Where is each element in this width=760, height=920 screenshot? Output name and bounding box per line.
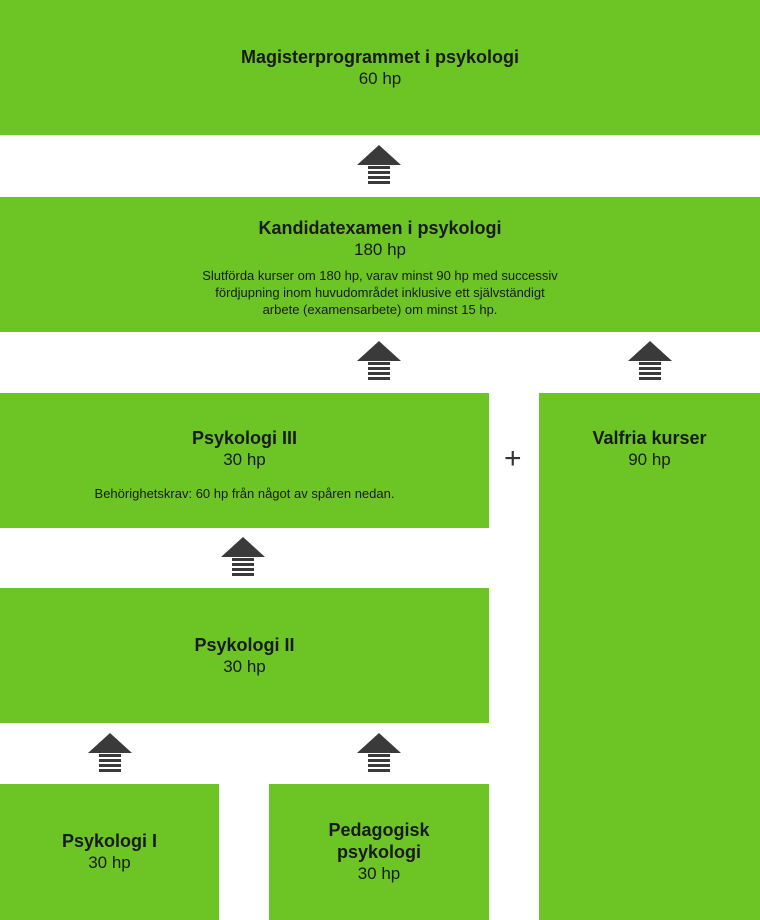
kandidat-title: Kandidatexamen i psykologi xyxy=(258,218,502,238)
plus-sign: + xyxy=(504,442,522,475)
arrow-up-icon xyxy=(357,145,401,184)
pedagogisk-title-line: psykologi xyxy=(336,842,421,862)
kandidat-description: Slutförda kurser om 180 hp, varav minst … xyxy=(202,267,558,318)
arrow-up-icon xyxy=(357,733,401,772)
box-magisterprogrammet: Magisterprogrammet i psykologi 60 hp xyxy=(0,0,760,135)
arrow-up-icon xyxy=(221,537,265,576)
box-valfria-kurser: Valfria kurser 90 hp xyxy=(539,393,760,920)
psykologi3-credits: 30 hp xyxy=(223,450,266,469)
box-pedagogisk-psykologi: Pedagogisk psykologi 30 hp xyxy=(269,784,489,920)
pedagogisk-title-line: Pedagogisk xyxy=(328,820,430,840)
valfria-title: Valfria kurser xyxy=(592,428,707,448)
arrow-up-icon xyxy=(88,733,132,772)
kandidat-description-line: arbete (examensarbete) om minst 15 hp. xyxy=(262,302,498,317)
arrow-up-icon xyxy=(357,341,401,380)
psykologi3-title: Psykologi III xyxy=(191,428,298,448)
arrow-up-icon xyxy=(628,341,672,380)
kandidat-description-line: fördjupning inom huvudområdet inklusive … xyxy=(215,285,545,300)
kandidat-credits: 180 hp xyxy=(354,240,406,259)
box-psykologi-2: Psykologi II 30 hp xyxy=(0,588,489,723)
psykologi1-title: Psykologi I xyxy=(61,831,158,851)
psykologi3-description: Behörighetskrav: 60 hp från något av spå… xyxy=(94,486,395,501)
magister-credits: 60 hp xyxy=(358,68,402,88)
box-kandidatexamen: Kandidatexamen i psykologi 180 hp Slutfö… xyxy=(0,197,760,332)
box-psykologi-1: Psykologi I 30 hp xyxy=(0,784,219,920)
box-psykologi-3: Psykologi III 30 hp Behörighetskrav: 60 … xyxy=(0,393,489,528)
psykologi2-title: Psykologi II xyxy=(194,634,295,655)
psykologi1-credits: 30 hp xyxy=(88,853,131,872)
psykologi2-credits: 30 hp xyxy=(223,656,266,676)
kandidat-description-line: Slutförda kurser om 180 hp, varav minst … xyxy=(202,268,558,283)
magister-title: Magisterprogrammet i psykologi xyxy=(240,46,520,67)
valfria-credits: 90 hp xyxy=(628,450,671,469)
pedagogisk-credits: 30 hp xyxy=(357,864,401,883)
